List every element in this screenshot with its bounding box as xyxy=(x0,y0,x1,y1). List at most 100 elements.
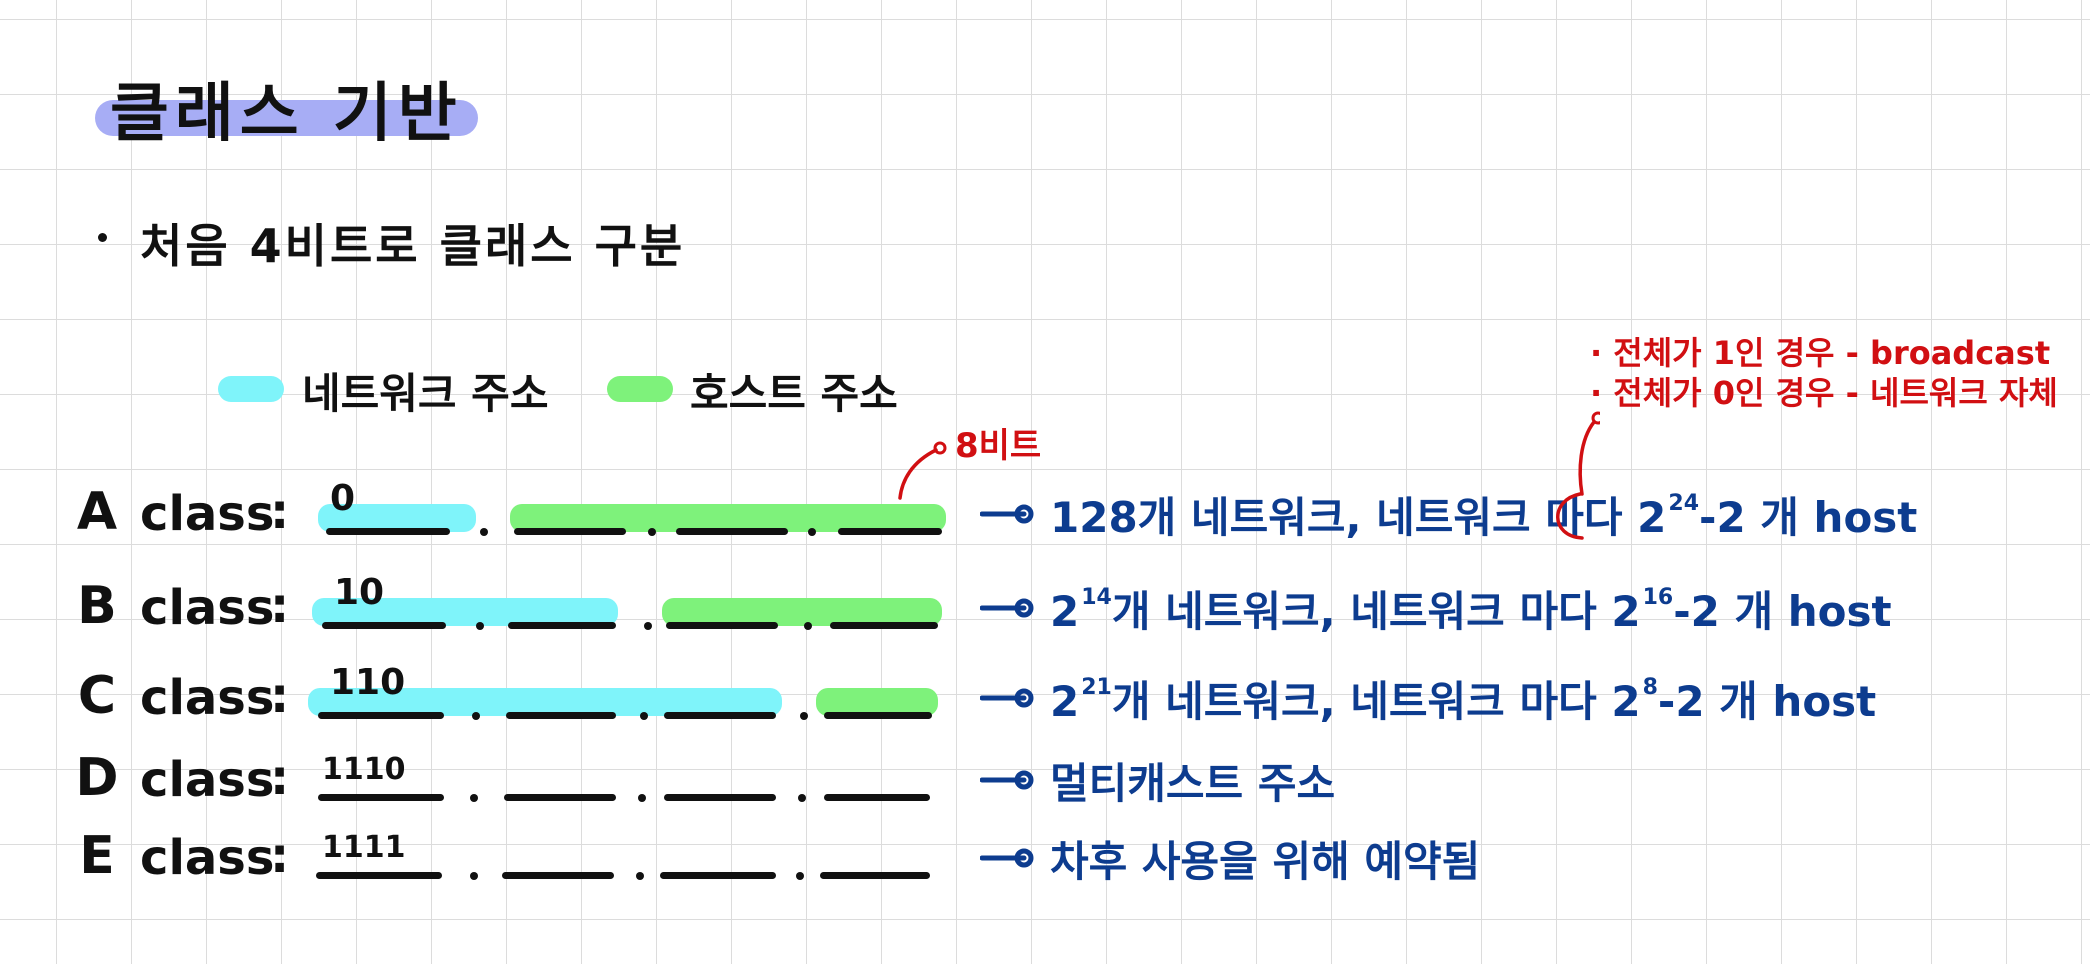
octet-1-line xyxy=(318,794,444,801)
octet-1-line xyxy=(322,622,446,629)
legend-network-swatch xyxy=(218,376,284,402)
octet-4-line xyxy=(824,794,930,801)
host-segment-highlight xyxy=(816,688,938,716)
octet-2-line xyxy=(514,528,626,535)
octet-1-line xyxy=(316,872,442,879)
octet-3-line xyxy=(676,528,788,535)
octet-3-line xyxy=(666,622,778,629)
exponent: 14 xyxy=(1081,585,1112,610)
octet-dot xyxy=(644,622,652,630)
class-prefix-bits: 10 xyxy=(334,572,385,613)
network-segment-highlight xyxy=(312,598,618,626)
description-text-end: -2 개 host xyxy=(1657,677,1877,726)
octet-dot xyxy=(798,794,806,802)
class-colon: : xyxy=(270,668,290,724)
class-word: class xyxy=(140,830,275,886)
octet-4-line xyxy=(838,528,942,535)
network-segment-highlight xyxy=(318,504,476,532)
class-description: 214개 네트워크, 네트워크 마다 216-2 개 host xyxy=(1050,578,1892,639)
class-word: class xyxy=(140,486,275,542)
octet-2-line xyxy=(508,622,616,629)
class-description: 멀티캐스트 주소 xyxy=(1050,759,1336,808)
octet-dot xyxy=(480,528,488,536)
class-description: 128개 네트워크, 네트워크 마다 224-2 개 host xyxy=(1050,484,1917,545)
class-prefix-bits: 110 xyxy=(330,662,406,703)
right-arrow-icon xyxy=(980,770,1034,790)
right-arrow-icon xyxy=(980,688,1034,708)
class-word: class xyxy=(140,752,275,808)
eight-bit-pointer-icon xyxy=(898,441,947,500)
exponent: 16 xyxy=(1642,585,1674,610)
note-broadcast: · 전체가 1인 경우 - broadcast xyxy=(1590,334,2051,372)
octet-dot xyxy=(640,712,648,720)
octet-dot xyxy=(638,794,646,802)
page-title: 클래스 기반 xyxy=(110,77,463,151)
class-letter: E xyxy=(79,826,115,886)
class-row-a: A class : 0 128개 네트워크, 네트워크 마다 224-2 개 h… xyxy=(0,478,2090,552)
octet-dot xyxy=(808,528,816,536)
class-colon: : xyxy=(270,750,290,806)
class-colon: : xyxy=(270,484,290,540)
class-prefix-bits: 1111 xyxy=(322,830,406,865)
octet-3-line xyxy=(664,712,776,719)
host-segment-highlight xyxy=(510,504,946,532)
class-letter: A xyxy=(76,482,118,542)
eight-bit-label: 8비트 xyxy=(955,426,1042,466)
description-text-end: -2 개 host xyxy=(1673,587,1892,636)
octet-dot xyxy=(804,622,812,630)
class-letter: D xyxy=(75,748,119,808)
description-text-mid: 개 네트워크, 네트워크 마다 2 xyxy=(1111,677,1641,726)
right-arrow-icon xyxy=(980,598,1034,618)
class-colon: : xyxy=(270,578,290,634)
exponent: 21 xyxy=(1081,675,1112,700)
octet-2-line xyxy=(504,794,616,801)
network-segment-highlight xyxy=(308,688,782,716)
subtitle: 처음 4비트로 클래스 구분 xyxy=(140,219,686,273)
class-word: class xyxy=(140,580,275,636)
octet-4-line xyxy=(820,872,930,879)
class-row-b: B class : 10 214개 네트워크, 네트워크 마다 216-2 개 … xyxy=(0,572,2090,646)
class-colon: : xyxy=(270,828,290,884)
octet-2-line xyxy=(506,712,616,719)
description-text: 2 xyxy=(1050,677,1080,726)
description-text-end: -2 개 host xyxy=(1699,493,1918,542)
octet-dot xyxy=(472,712,480,720)
class-description: 차후 사용을 위해 예약됨 xyxy=(1050,837,1481,886)
class-letter: B xyxy=(77,576,117,636)
class-description: 221개 네트워크, 네트워크 마다 28-2 개 host xyxy=(1050,668,1876,729)
octet-dot xyxy=(470,872,478,880)
class-row-c: C class : 110 221개 네트워크, 네트워크 마다 28-2 개 … xyxy=(0,662,2090,736)
class-row-d: D class : 1110 멀티캐스트 주소 xyxy=(0,748,2090,818)
bullet-dot xyxy=(98,233,107,242)
octet-dot xyxy=(800,712,808,720)
class-letter: C xyxy=(77,666,117,726)
description-text-mid: 개 네트워크, 네트워크 마다 2 xyxy=(1111,587,1641,636)
right-arrow-icon xyxy=(980,504,1034,524)
exponent: 24 xyxy=(1668,491,1700,516)
octet-dot xyxy=(476,622,484,630)
title-highlight xyxy=(95,100,478,136)
class-prefix-bits: 0 xyxy=(330,478,356,519)
minus-two-circle-pointer-icon xyxy=(1556,411,1600,540)
octet-1-line xyxy=(318,712,444,719)
octet-2-line xyxy=(502,872,614,879)
octet-4-line xyxy=(830,622,938,629)
exponent: 8 xyxy=(1642,675,1658,700)
legend-network-label: 네트워크 주소 xyxy=(302,369,549,418)
octet-3-line xyxy=(664,794,776,801)
legend-host-swatch xyxy=(607,376,673,402)
octet-dot xyxy=(796,872,804,880)
octet-3-line xyxy=(660,872,776,879)
legend-host-label: 호스트 주소 xyxy=(690,369,898,418)
host-segment-highlight xyxy=(662,598,942,626)
class-prefix-bits: 1110 xyxy=(322,752,406,787)
right-arrow-icon xyxy=(980,848,1034,868)
note-network-itself: · 전체가 0인 경우 - 네트워크 자체 xyxy=(1590,374,2058,412)
octet-4-line xyxy=(824,712,932,719)
octet-dot xyxy=(636,872,644,880)
class-word: class xyxy=(140,670,275,726)
octet-dot xyxy=(470,794,478,802)
class-row-e: E class : 1111 차후 사용을 위해 예약됨 xyxy=(0,826,2090,896)
octet-1-line xyxy=(326,528,450,535)
description-text: 2 xyxy=(1050,587,1080,636)
